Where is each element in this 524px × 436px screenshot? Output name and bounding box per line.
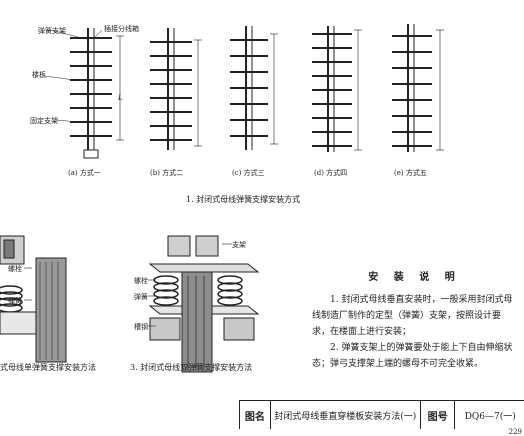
note-item: 2. 弹簧支架上的弹簧要处于能上下自由伸缩状态；弹弓支撑架上端的螺母不可完全收紧… [312, 343, 513, 369]
figure-no-label: 图号 [421, 401, 456, 429]
method-d-drawing [312, 26, 362, 152]
figure-no: DQ6—7(一) [464, 411, 516, 422]
fig3-label-bolt: 螺栓 [134, 277, 148, 285]
label-plug-box: 插接分线箱 [104, 25, 139, 33]
method-caption-c: (c) 方式三 [232, 169, 265, 177]
installation-notes: 安 装 说 明 1. 封闭式母线垂直安装时，一般采用封闭式母线制造厂制作的定型（… [312, 270, 517, 372]
double-spring-illustration [148, 235, 260, 373]
fig3-label-channel: 槽钢 [134, 323, 148, 331]
method-a-drawing [44, 28, 124, 159]
method-b-drawing [150, 28, 202, 150]
fig3-label-bracket: 支架 [232, 241, 246, 249]
title-block: 图名 封闭式母线垂直穿楼板安装方法(一) 图号 DQ6—7(一) [239, 400, 524, 429]
figure2-caption: 式母线单弹簧支撑安装方法 [0, 363, 96, 372]
figure3-caption: 3. 封闭式母线双弹簧支撑安装方法 [130, 363, 253, 372]
method-caption-e: (e) 方式五 [394, 169, 427, 177]
page-number: 229 [508, 428, 522, 436]
label-spring-bracket: 弹簧支架 [38, 27, 66, 35]
notes-heading: 安 装 说 明 [368, 272, 461, 283]
figure-name-label: 图名 [240, 401, 271, 429]
fig3-label-spring: 弹簧 [134, 293, 148, 301]
figure-name: 封闭式母线垂直穿楼板安装方法(一) [271, 401, 421, 429]
label-fixed-bracket: 固定支架 [30, 117, 58, 125]
method-caption-d: (d) 方式四 [314, 169, 348, 177]
single-spring-illustration [0, 235, 67, 363]
note-item: 1. 封闭式母线垂直安装时，一般采用封闭式母线制造厂制作的定型（弹簧）支架，按照… [312, 295, 513, 337]
method-caption-a: (a) 方式一 [68, 169, 101, 177]
method-caption-b: (b) 方式二 [150, 169, 184, 177]
label-floor-slab: 楼板 [32, 71, 46, 79]
method-c-drawing [230, 26, 278, 150]
fig2-label-bolt: 螺栓 [8, 265, 22, 273]
figure1-caption: 1. 封闭式母线弹簧支撑安装方式 [186, 195, 301, 204]
length-mark: L [118, 94, 123, 102]
fig2-label-spring: 弹簧 [8, 297, 22, 305]
method-e-drawing [392, 24, 444, 152]
